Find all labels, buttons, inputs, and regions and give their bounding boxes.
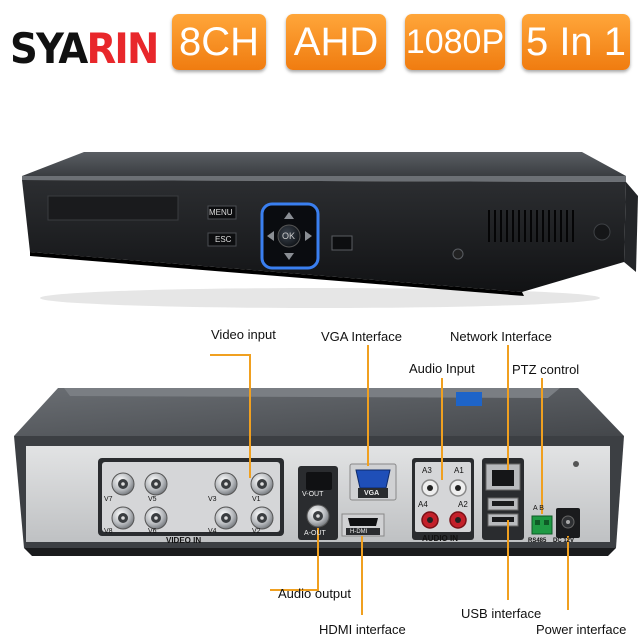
dvr-front-unit [22,152,638,308]
rs485-terminal [531,515,553,535]
hdmi-label: H-DMI [350,529,368,535]
port-label-v3: V3 [208,496,217,503]
video-in-label: VIDEO IN [166,536,202,545]
callout-usb-interface: USB interface [461,606,542,621]
esc-button-label: ESC [215,235,232,244]
audio-in-label: AUDIO IN [422,534,458,543]
dc12v-label: DC 12V [553,538,575,544]
callout-audio-output: Audio output [278,586,352,601]
video-in-ports [111,472,274,530]
port-label-v2: V2 [252,528,261,535]
vga-label: VGA [364,490,380,497]
callout-network-interface: Network Interface [450,329,552,344]
port-label-v5: V5 [148,496,157,503]
port-label-v6: V6 [148,528,157,535]
port-label-v1: V1 [252,496,261,503]
power-port [556,461,580,538]
a4-label: A4 [418,500,428,509]
a1-label: A1 [454,466,464,475]
audio-in-ports [412,458,474,540]
a2-label: A2 [458,500,468,509]
vga-port [349,463,397,501]
menu-button-label: MENU [209,208,233,217]
v-out-label: V-OUT [302,491,324,498]
rs485-label: RS485 [528,538,547,544]
callout-lines [210,345,569,615]
port-label-v8: V8 [104,528,113,535]
ok-button-label: OK [282,231,296,241]
badge-5in1: 5 In 1 [522,14,630,70]
callout-audio-input: Audio Input [409,361,475,376]
badge-resolution: 1080P [405,14,505,70]
a3-label: A3 [422,466,432,475]
port-label-v7: V7 [104,496,113,503]
callout-video-input: Video input [211,327,276,342]
network-usb-ports [482,458,524,540]
callout-power-interface: Power interface [536,622,627,637]
port-label-v4: V4 [208,528,217,535]
badge-channels: 8CH [172,14,266,70]
a-out-label: A-OUT [304,530,326,537]
hdmi-port [341,513,385,537]
callout-ptz-control: PTZ control [512,362,580,377]
callout-vga-interface: VGA Interface [321,329,402,344]
ab-label: A B [533,505,544,512]
badge-ahd: AHD [286,14,386,70]
video-audio-out [298,466,338,540]
callout-hdmi-interface: HDMI interface [319,622,406,637]
brand-logo: SYARIN [10,24,159,73]
